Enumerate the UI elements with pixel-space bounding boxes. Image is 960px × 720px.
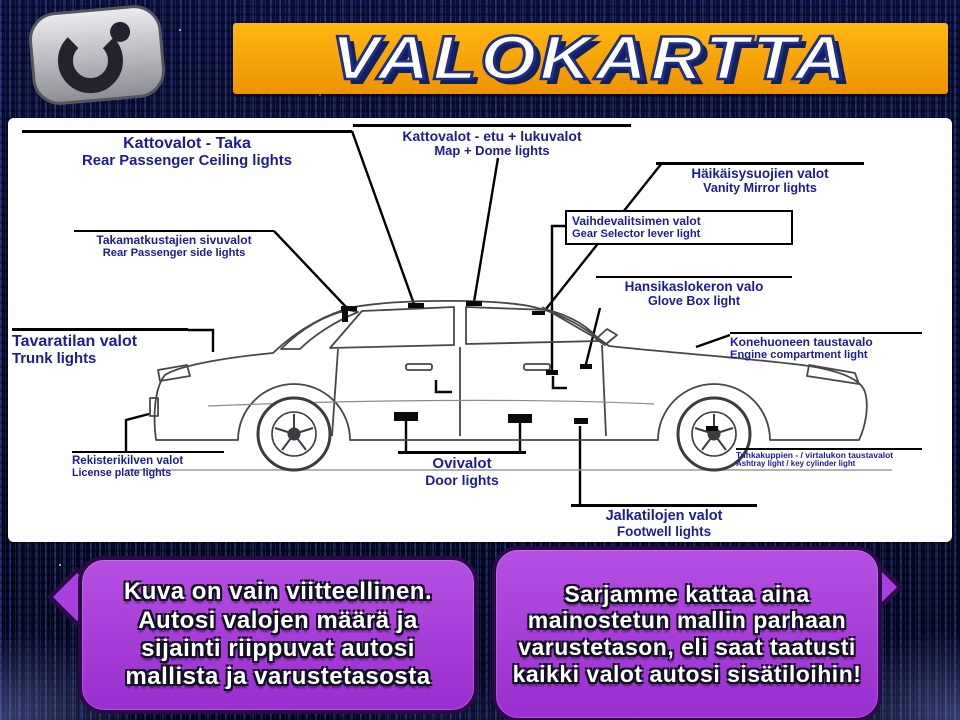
label-glove-box-light: Hansikaslokeron valo Glove Box light: [596, 276, 792, 309]
label-fi: Ovivalot: [432, 455, 492, 472]
label-en: Glove Box light: [647, 293, 741, 308]
label-en: Rear Passenger side lights: [102, 247, 246, 260]
promo-bubble: Sarjamme kattaa aina mainostetun mallin …: [492, 546, 882, 720]
title-banner: VALOKARTTA: [233, 23, 948, 94]
label-footwell-lights: Jalkatilojen valot Footwell lights: [571, 504, 757, 540]
label-door-lights: Ovivalot Door lights: [398, 451, 526, 488]
promo-text: Sarjamme kattaa aina mainostetun mallin …: [512, 580, 862, 687]
label-trunk-lights: Tavaratilan valot Trunk lights: [12, 328, 188, 367]
label-en: Engine compartment light: [730, 349, 868, 362]
label-engine-compartment-light: Konehuoneen taustavalo Engine compartmen…: [730, 332, 922, 361]
leader-lines: [124, 130, 742, 504]
label-fi: Tavaratilan valot: [12, 333, 138, 350]
label-map-dome-lights: Kattovalot - etu + lukuvalot Map + Dome …: [353, 124, 631, 159]
car-diagram: [124, 130, 892, 504]
brand-logo: [24, 0, 170, 110]
label-en: Ashtray light / key cylinder light: [736, 459, 856, 469]
label-fi: Hansikaslokeron valo: [624, 279, 764, 294]
label-fi: Rekisterikilven valot: [72, 455, 184, 467]
label-en: Gear Selector lever light: [572, 228, 701, 241]
brand-logo-icon: [28, 5, 166, 105]
label-rear-passenger-side-lights: Takamatkustajien sivuvalot Rear Passenge…: [74, 230, 274, 259]
label-fi: Vaihdevalitsimen valot: [572, 214, 701, 228]
car-wheels: [256, 396, 752, 472]
disclaimer-text: Kuva on vain viitteellinen. Autosi valoj…: [123, 578, 433, 691]
label-en: Vanity Mirror lights: [703, 180, 817, 195]
label-fi: Häikäisysuojien valot: [691, 166, 829, 181]
label-rear-ceiling-lights: Kattovalot - Taka Rear Passenger Ceiling…: [22, 130, 352, 169]
poster-title: VALOKARTTA: [330, 23, 850, 95]
label-en: Rear Passenger Ceiling lights: [82, 152, 292, 169]
label-fi: Takamatkustajien sivuvalot: [96, 233, 252, 247]
car-illustration: [126, 299, 892, 471]
label-gear-selector-light: Vaihdevalitsimen valot Gear Selector lev…: [565, 210, 793, 246]
label-en: Footwell lights: [616, 523, 712, 539]
label-en: Map + Dome lights: [434, 143, 550, 159]
diagram-panel: Kattovalot - Taka Rear Passenger Ceiling…: [8, 118, 952, 542]
label-ashtray-key-cylinder-lights: Tuhkakuppien - / virtalukon taustavalot …: [736, 448, 922, 469]
label-fi: Kattovalot - etu + lukuvalot: [402, 128, 582, 144]
light-markers: [341, 301, 718, 431]
label-fi: Konehuoneen taustavalo: [730, 335, 873, 349]
label-vanity-mirror-lights: Häikäisysuojien valot Vanity Mirror ligh…: [656, 162, 864, 196]
label-license-plate-lights: Rekisterikilven valot License plate ligh…: [72, 451, 224, 479]
label-en: Door lights: [425, 471, 499, 488]
label-en: Trunk lights: [12, 350, 97, 367]
label-fi: Tuhkakuppien - / virtalukon taustavalot: [736, 450, 894, 460]
label-en: License plate lights: [72, 466, 172, 479]
disclaimer-bubble: Kuva on vain viitteellinen. Autosi valoj…: [78, 556, 478, 714]
label-fi: Jalkatilojen valot: [605, 508, 723, 524]
label-fi: Kattovalot - Taka: [123, 135, 251, 152]
